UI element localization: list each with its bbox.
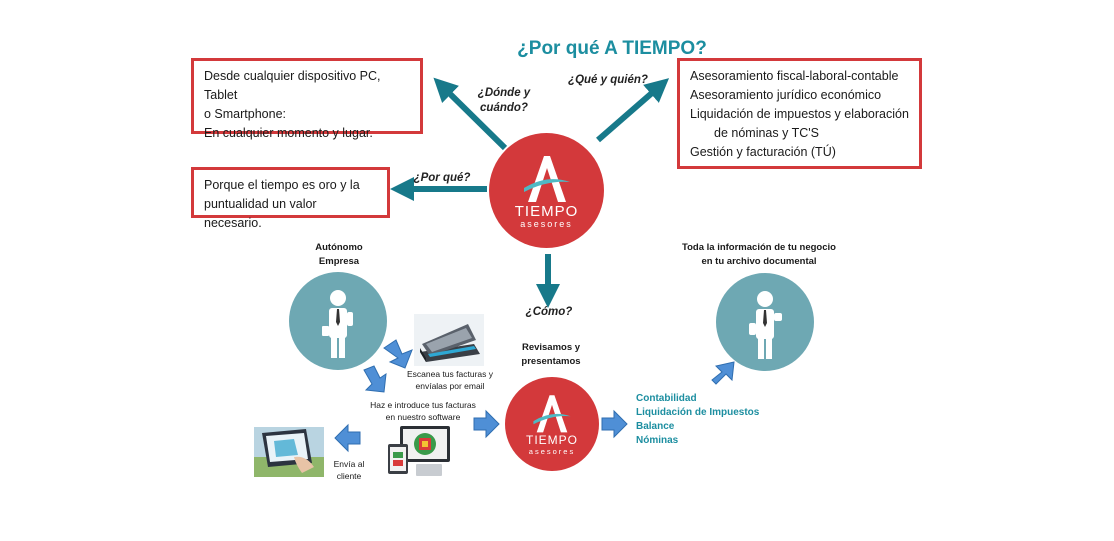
label-line: en tu archivo documental — [701, 256, 817, 267]
box-line: Porque el tiempo es oro y la — [204, 178, 360, 192]
label-line: Escanea tus facturas y — [407, 369, 493, 379]
question-how: ¿Cómo? — [525, 306, 573, 318]
service-item: Contabilidad — [636, 393, 697, 404]
box-line: puntualidad un valor necesario. — [204, 197, 317, 230]
label-scan: Escanea tus facturas y envíalas por emai… — [404, 368, 496, 392]
devices-icon — [388, 426, 450, 476]
client-person — [289, 272, 387, 370]
logo-a-tiempo: TIEMPO asesores — [489, 133, 604, 248]
box-line: Asesoramiento fiscal-laboral-contable — [690, 69, 899, 83]
logo-word: TIEMPO — [514, 203, 579, 220]
label-line: envíalas por email — [415, 381, 485, 391]
logo-a-icon — [533, 394, 571, 432]
question-line: ¿Dónde y — [477, 87, 531, 99]
logo-a-icon — [523, 156, 570, 202]
label-client: Autónomo Empresa — [299, 241, 379, 269]
service-item: Balance — [636, 421, 675, 432]
archive-person — [716, 273, 814, 371]
service-item: Nóminas — [636, 435, 679, 446]
box-line: Asesoramiento jurídico económico — [690, 88, 882, 102]
person-icon — [322, 290, 353, 358]
label-archive: Toda la información de tu negocio en tu … — [664, 241, 854, 269]
label-software: Haz e introduce tus facturas en nuestro … — [368, 399, 478, 423]
box-why: Porque el tiempo es oro y la puntualidad… — [191, 167, 390, 230]
arrow-to-send — [334, 423, 361, 453]
arrow-to-software — [363, 365, 387, 393]
logo-sub: asesores — [520, 219, 573, 229]
box-line: o Smartphone: — [204, 107, 286, 121]
label-line: presentamos — [521, 356, 581, 367]
label-line: cliente — [336, 471, 362, 481]
logo-sub: asesores — [528, 446, 576, 456]
label-line: en nuestro software — [385, 412, 461, 422]
arrow-to-anywhere — [433, 77, 508, 151]
label-line: Haz e introduce tus facturas — [370, 400, 476, 410]
label-line: Envía al — [333, 459, 365, 469]
logo-a-tiempo-small: TIEMPO asesores — [505, 377, 599, 471]
scanner-image — [414, 314, 484, 366]
label-send: Envía al cliente — [324, 458, 374, 482]
box-line: de nóminas y TC'S — [714, 126, 819, 140]
services-list: Contabilidad Liquidación de Impuestos Ba… — [636, 392, 776, 448]
box-line: Desde cualquier dispositivo PC, Tablet — [204, 69, 381, 102]
box-anywhere: Desde cualquier dispositivo PC, Tablet o… — [191, 58, 423, 140]
scanner-icon — [420, 324, 480, 362]
box-line: En cualquier momento y lugar. — [204, 126, 373, 140]
question-line: cuándo? — [480, 102, 528, 114]
box-services: Asesoramiento fiscal-laboral-contable As… — [677, 58, 922, 169]
arrow-to-services-list — [601, 409, 628, 439]
devices-image — [386, 424, 456, 478]
arrow-to-scanner — [383, 339, 413, 369]
label-line: Toda la información de tu negocio — [682, 242, 836, 253]
label-line: Revisamos y — [521, 342, 581, 353]
service-item: Liquidación de Impuestos — [636, 407, 760, 418]
tablet-hand-icon — [254, 429, 324, 477]
logo-word: TIEMPO — [525, 432, 578, 447]
person-icon — [749, 291, 782, 359]
label-line: Autónomo — [315, 242, 363, 253]
question-what-who: ¿Qué y quién? — [568, 74, 648, 86]
arrow-to-services — [596, 78, 670, 143]
label-line: Empresa — [318, 256, 360, 267]
box-line: Liquidación de impuestos y elaboración — [690, 107, 909, 121]
question-why: ¿Por qué? — [413, 172, 471, 184]
box-line: Gestión y facturación (TÚ) — [690, 145, 836, 159]
arrow-to-archive — [711, 361, 735, 385]
question-where-when: ¿Dónde y cuándo? — [474, 86, 534, 116]
diagram-title: ¿Por qué A TIEMPO? — [517, 38, 707, 59]
arrow-to-review — [473, 409, 500, 439]
label-review: Revisamos y presentamos — [511, 341, 591, 369]
tablet-hand-image — [254, 427, 324, 477]
